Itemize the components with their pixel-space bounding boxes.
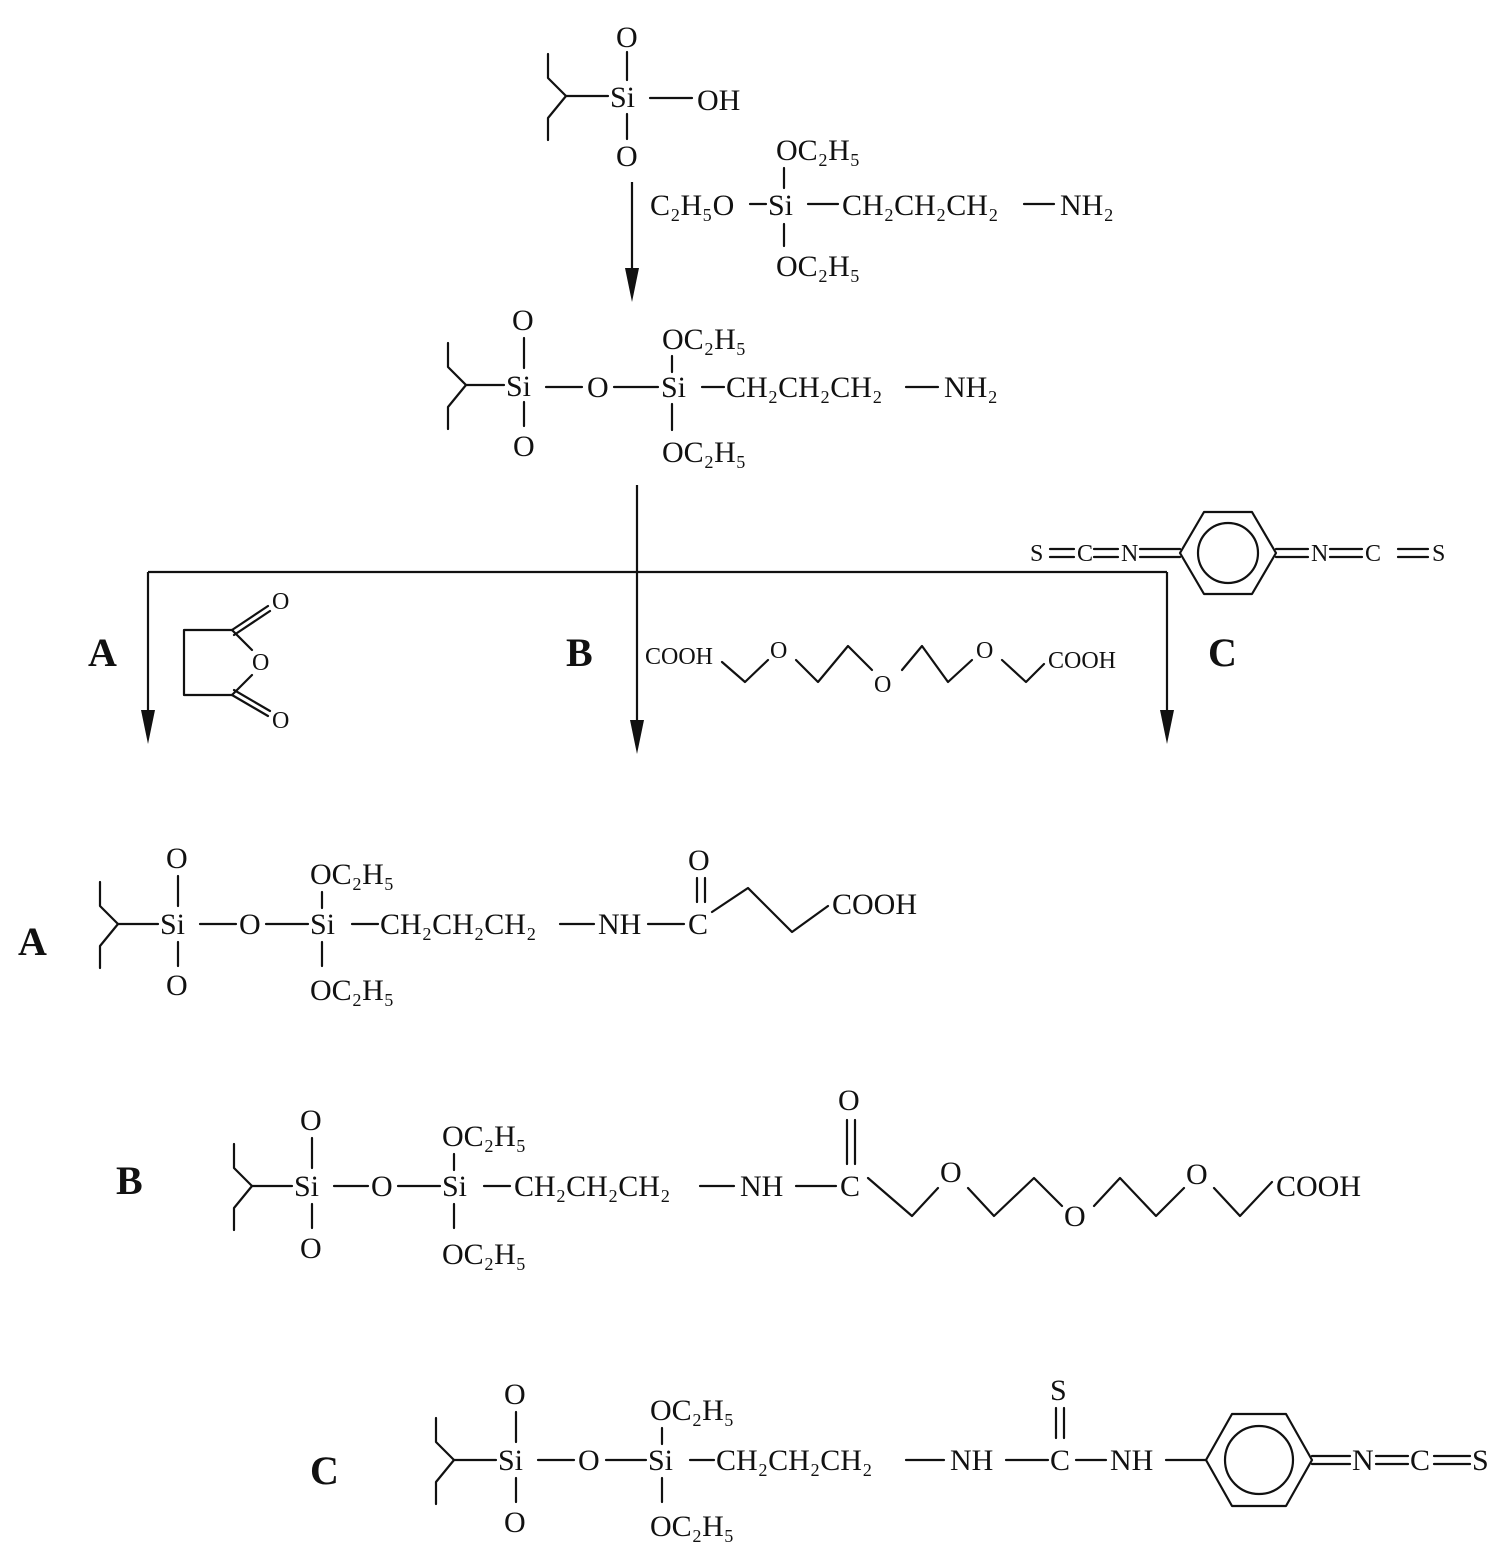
atom-c: C [1365, 541, 1381, 567]
hydroxyl: OH [697, 84, 740, 117]
amide-nh: NH [740, 1170, 783, 1203]
propyl-chain: CH₂CH₂CH₂ [716, 1444, 872, 1477]
atom-n: N [1121, 541, 1138, 567]
atom-o: O [504, 1378, 526, 1411]
ether-oxygen: O [770, 638, 787, 664]
ethoxy-group: OC₂H₅ [442, 1238, 526, 1271]
product-label-c: C [310, 1448, 339, 1493]
ether-oxygen: O [874, 672, 891, 698]
thiourea-nh: NH [950, 1444, 993, 1477]
branch-arrows [141, 485, 1174, 754]
ethoxy-group: OC₂H₅ [650, 1510, 734, 1543]
oxa-diacid-reagent: COOH O O O COOH [645, 638, 1116, 698]
thiourea-nh: NH [1110, 1444, 1153, 1477]
atom-o: O [300, 1104, 322, 1137]
thiocarbonyl-carbon: C [1050, 1444, 1070, 1477]
ethoxy-group: OC₂H₅ [662, 436, 746, 469]
silica-surface-bonds [546, 52, 568, 142]
atom-si: Si [294, 1170, 319, 1203]
ether-oxygen: O [976, 638, 993, 664]
atom-si: Si [661, 371, 686, 404]
atom-si: Si [506, 370, 531, 403]
atom-o: O [166, 842, 188, 875]
carbonyl-oxygen: O [838, 1084, 860, 1117]
thiocarbonyl-sulfur: S [1050, 1374, 1067, 1407]
ethoxy-group: C₂H₅O [650, 189, 734, 222]
propyl-chain: CH₂CH₂CH₂ [726, 371, 882, 404]
ring-oxygen: O [252, 650, 269, 676]
bridging-oxygen: O [239, 908, 261, 941]
atom-o: O [166, 969, 188, 1002]
atom-si: Si [310, 908, 335, 941]
propyl-chain: CH₂CH₂CH₂ [842, 189, 998, 222]
ethoxy-group: OC₂H₅ [662, 323, 746, 356]
propyl-chain: CH₂CH₂CH₂ [380, 908, 536, 941]
atom-o: O [272, 589, 289, 615]
route-label-b: B [566, 630, 593, 675]
atom-s: S [1030, 541, 1043, 567]
benzene-ring [1204, 1412, 1314, 1508]
atom-si: Si [610, 81, 635, 114]
aptes-reagent: OC₂H₅ C₂H₅O Si OC₂H₅ CH₂CH₂CH₂ NH₂ [650, 134, 1114, 283]
atom-o: O [300, 1232, 322, 1265]
carbonyl-oxygen: O [688, 844, 710, 877]
atom-o: O [272, 708, 289, 734]
silica-silanol: Si O O OH [546, 21, 740, 173]
ether-oxygen: O [1064, 1200, 1086, 1233]
phenylene-diisothiocyanate: S C N N C S [1030, 510, 1445, 596]
atom-o: O [616, 21, 638, 54]
atom-si: Si [160, 908, 185, 941]
atom-si: Si [442, 1170, 467, 1203]
ethoxy-group: OC₂H₅ [310, 858, 394, 891]
atom-o: O [504, 1506, 526, 1539]
atom-o: O [512, 304, 534, 337]
product-label-a: A [18, 919, 47, 964]
atom-o: O [513, 430, 535, 463]
atom-s: S [1472, 1444, 1489, 1477]
atom-c: C [1077, 541, 1093, 567]
carboxyl-group: COOH [645, 644, 713, 670]
atom-c: C [1410, 1444, 1430, 1477]
atom-n: N [1352, 1444, 1374, 1477]
atom-si: Si [768, 189, 793, 222]
propyl-chain: CH₂CH₂CH₂ [514, 1170, 670, 1203]
amine-group: NH₂ [944, 371, 998, 404]
route-label-a: A [88, 630, 117, 675]
ethoxy-group: OC₂H₅ [442, 1120, 526, 1153]
ether-oxygen: O [1186, 1158, 1208, 1191]
atom-si: Si [498, 1444, 523, 1477]
carbonyl-carbon: C [688, 908, 708, 941]
product-label-b: B [116, 1158, 143, 1203]
amide-nh: NH [598, 908, 641, 941]
product-a: A Si O O O Si OC₂H₅ OC₂H₅ CH₂CH₂CH₂ NH C… [18, 842, 917, 1007]
bridging-oxygen: O [578, 1444, 600, 1477]
ethoxy-group: OC₂H₅ [650, 1394, 734, 1427]
bridging-oxygen: O [587, 371, 609, 404]
atom-n: N [1311, 541, 1328, 567]
product-c: C Si O O O Si OC₂H₅ OC₂H₅ CH₂CH₂CH₂ NH C… [310, 1374, 1489, 1543]
ethoxy-group: OC₂H₅ [776, 250, 860, 283]
carboxyl-group: COOH [832, 888, 917, 921]
amine-group: NH₂ [1060, 189, 1114, 222]
carboxyl-group: COOH [1276, 1170, 1361, 1203]
bridging-oxygen: O [371, 1170, 393, 1203]
product-b: B Si O O O Si OC₂H₅ OC₂H₅ CH₂CH₂CH₂ NH C… [116, 1084, 1361, 1271]
ether-oxygen: O [940, 1156, 962, 1189]
carbonyl-carbon: C [840, 1170, 860, 1203]
benzene-ring [1178, 510, 1278, 596]
reaction-arrow [625, 182, 639, 302]
route-label-c: C [1208, 630, 1237, 675]
atom-si: Si [648, 1444, 673, 1477]
atom-s: S [1432, 541, 1445, 567]
ethoxy-group: OC₂H₅ [310, 974, 394, 1007]
ethoxy-group: OC₂H₅ [776, 134, 860, 167]
succinic-anhydride: O O O [182, 589, 289, 734]
carboxyl-group: COOH [1048, 648, 1116, 674]
aminopropyl-silica: Si O O O Si OC₂H₅ OC₂H₅ CH₂CH₂CH₂ NH₂ [446, 304, 998, 469]
atom-o: O [616, 140, 638, 173]
